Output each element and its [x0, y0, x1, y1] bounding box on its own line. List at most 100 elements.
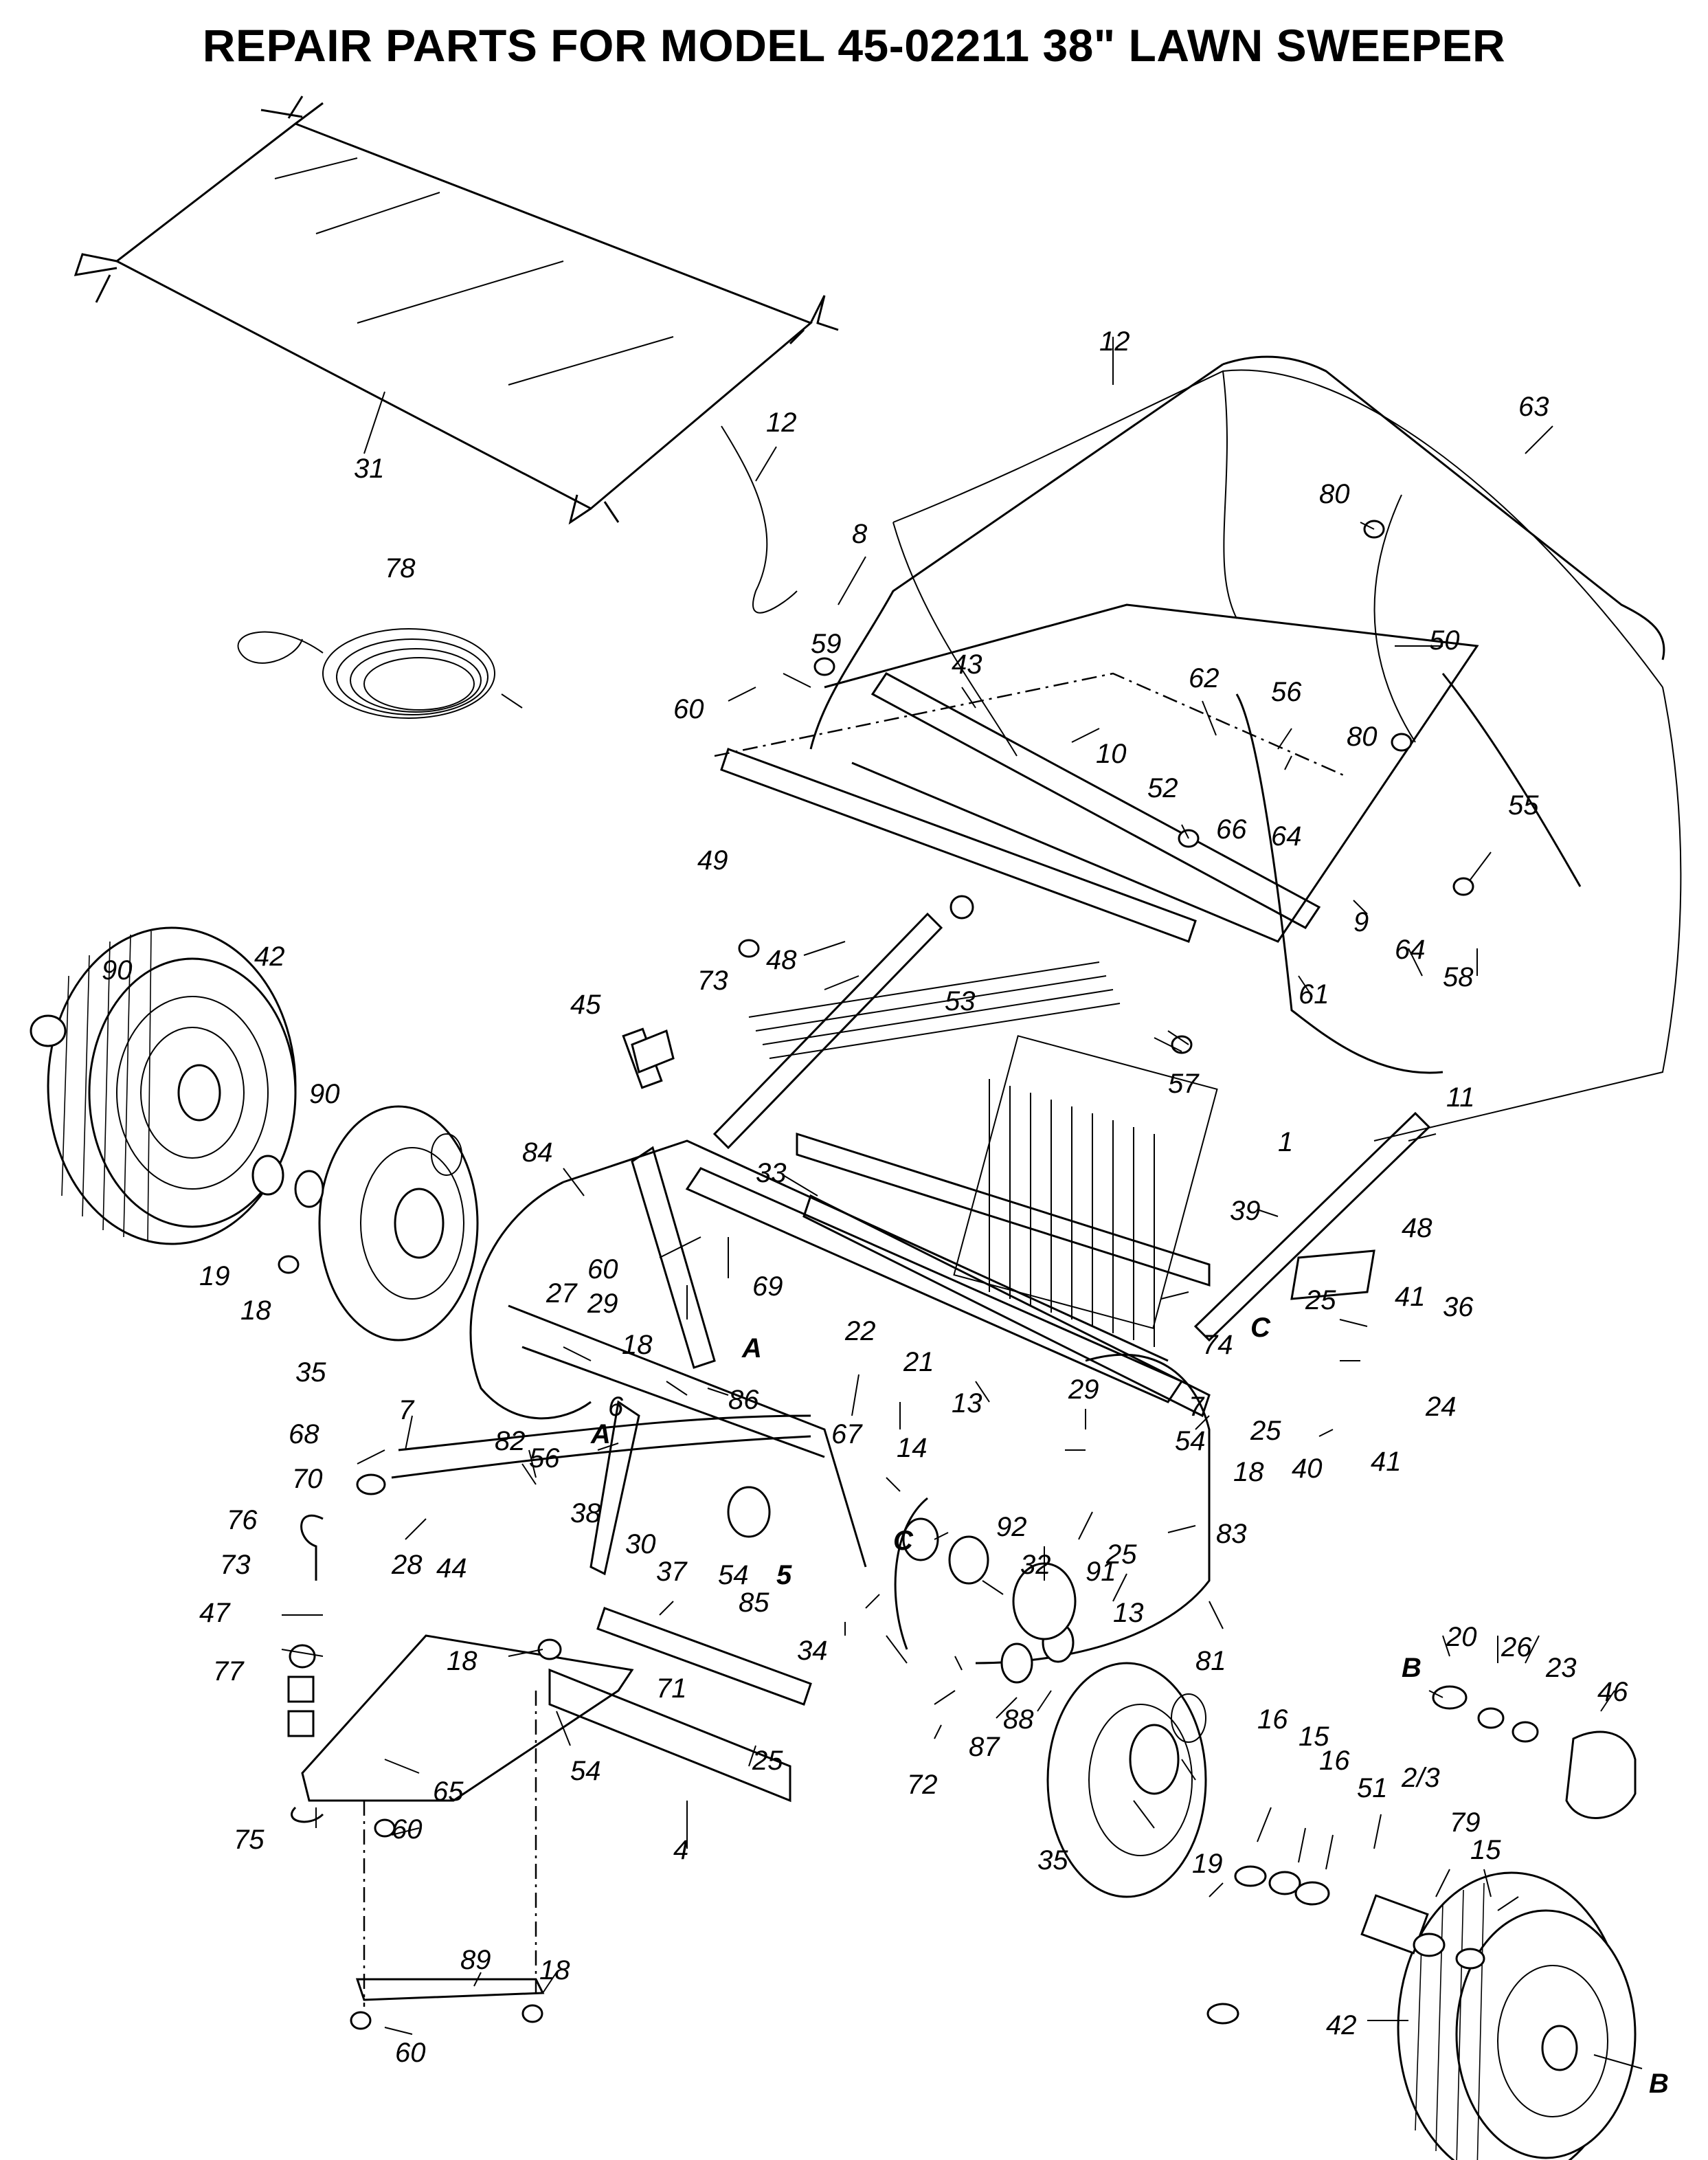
label-18: 18 — [240, 1295, 271, 1326]
label-50: 50 — [1429, 625, 1460, 656]
label-24: 24 — [1425, 1392, 1457, 1422]
label-12: 12 — [766, 408, 797, 438]
label-52: 52 — [1147, 773, 1178, 803]
label-B: B — [1649, 2069, 1669, 2099]
label-12: 12 — [1099, 326, 1130, 357]
label-A: A — [741, 1333, 762, 1363]
label-18: 18 — [539, 1955, 570, 1985]
label-5: 5 — [776, 1560, 792, 1590]
label-81: 81 — [1195, 1646, 1226, 1676]
label-79: 79 — [1450, 1807, 1481, 1838]
label-60: 60 — [392, 1814, 423, 1845]
label-92: 92 — [996, 1512, 1027, 1542]
label-19: 19 — [1192, 1849, 1223, 1879]
hopper-cover-31 — [74, 96, 839, 525]
label-21: 21 — [903, 1347, 934, 1377]
label-14: 14 — [897, 1433, 928, 1463]
label-45: 45 — [570, 990, 601, 1020]
label-26: 26 — [1501, 1632, 1532, 1662]
hardware — [30, 520, 1637, 2030]
label-B: B — [1402, 1653, 1422, 1683]
leader-lines — [281, 337, 1643, 2069]
label-89: 89 — [460, 1945, 491, 1975]
label-53: 53 — [945, 986, 976, 1016]
label-76: 76 — [227, 1505, 258, 1535]
label-47: 47 — [199, 1598, 231, 1628]
label-87: 87 — [969, 1732, 1000, 1762]
label-18: 18 — [1233, 1457, 1264, 1487]
label-54: 54 — [1175, 1426, 1206, 1456]
cord-coil-78 — [237, 628, 523, 719]
label-35: 35 — [295, 1357, 326, 1388]
label-56: 56 — [529, 1443, 560, 1473]
left-hub-35 — [318, 1105, 479, 1341]
label-2-3: 2/3 — [1401, 1763, 1440, 1793]
label-78: 78 — [385, 553, 416, 583]
label-90: 90 — [309, 1079, 340, 1109]
label-43: 43 — [952, 649, 982, 680]
label-36: 36 — [1443, 1292, 1474, 1322]
label-9: 9 — [1353, 907, 1369, 937]
label-64: 64 — [1271, 821, 1302, 851]
label-6: 6 — [608, 1392, 624, 1422]
label-86: 86 — [728, 1385, 759, 1415]
label-20: 20 — [1446, 1622, 1477, 1652]
label-48: 48 — [1402, 1213, 1432, 1243]
label-88: 88 — [1003, 1704, 1034, 1735]
label-56: 56 — [1271, 677, 1302, 707]
label-27: 27 — [546, 1278, 578, 1309]
label-64: 64 — [1395, 935, 1426, 965]
brush-assembly-1 — [748, 961, 1218, 1347]
label-23: 23 — [1545, 1653, 1577, 1683]
label-15: 15 — [1299, 1722, 1329, 1752]
label-61: 61 — [1299, 979, 1329, 1010]
label-7: 7 — [1189, 1392, 1205, 1422]
label-4: 4 — [673, 1835, 688, 1865]
label-69: 69 — [752, 1271, 783, 1302]
label-73: 73 — [697, 966, 728, 996]
label-34: 34 — [797, 1636, 828, 1666]
label-16: 16 — [1319, 1746, 1350, 1776]
label-49: 49 — [697, 845, 728, 876]
bars-43-49 — [714, 672, 1347, 943]
label-48: 48 — [766, 945, 797, 975]
label-13: 13 — [952, 1388, 982, 1418]
label-75: 75 — [234, 1825, 265, 1855]
label-59: 59 — [811, 629, 842, 659]
label-A: A — [590, 1419, 611, 1449]
label-84: 84 — [522, 1137, 553, 1168]
label-41: 41 — [1371, 1447, 1402, 1477]
label-77: 77 — [213, 1656, 245, 1686]
label-66: 66 — [1216, 814, 1247, 845]
label-30: 30 — [625, 1529, 656, 1559]
label-68: 68 — [289, 1419, 319, 1449]
label-42: 42 — [254, 942, 285, 972]
label-57: 57 — [1168, 1069, 1200, 1099]
label-65: 65 — [433, 1777, 464, 1807]
label-80: 80 — [1347, 722, 1378, 752]
plate-65 — [301, 1634, 791, 2007]
label-25: 25 — [1305, 1285, 1336, 1315]
label-91: 91 — [1086, 1557, 1116, 1587]
label-7: 7 — [398, 1395, 415, 1425]
label-22: 22 — [844, 1316, 876, 1346]
label-C: C — [893, 1526, 914, 1556]
label-70: 70 — [292, 1464, 323, 1494]
label-54: 54 — [718, 1560, 749, 1590]
label-19: 19 — [199, 1261, 230, 1291]
right-wheel-42 — [1397, 1871, 1637, 2160]
label-60: 60 — [673, 694, 704, 724]
label-55: 55 — [1508, 790, 1539, 821]
label-74: 74 — [1202, 1330, 1233, 1360]
label-16: 16 — [1257, 1704, 1288, 1735]
label-60: 60 — [587, 1254, 618, 1284]
left-wheel-42 — [47, 926, 297, 1245]
right-hub-35 — [1046, 1662, 1207, 1898]
label-8: 8 — [852, 519, 868, 549]
label-29: 29 — [1068, 1374, 1099, 1405]
label-82: 82 — [495, 1426, 526, 1456]
label-25: 25 — [1250, 1416, 1281, 1446]
label-33: 33 — [756, 1158, 787, 1188]
label-11: 11 — [1446, 1082, 1475, 1113]
label-71: 71 — [656, 1673, 687, 1704]
